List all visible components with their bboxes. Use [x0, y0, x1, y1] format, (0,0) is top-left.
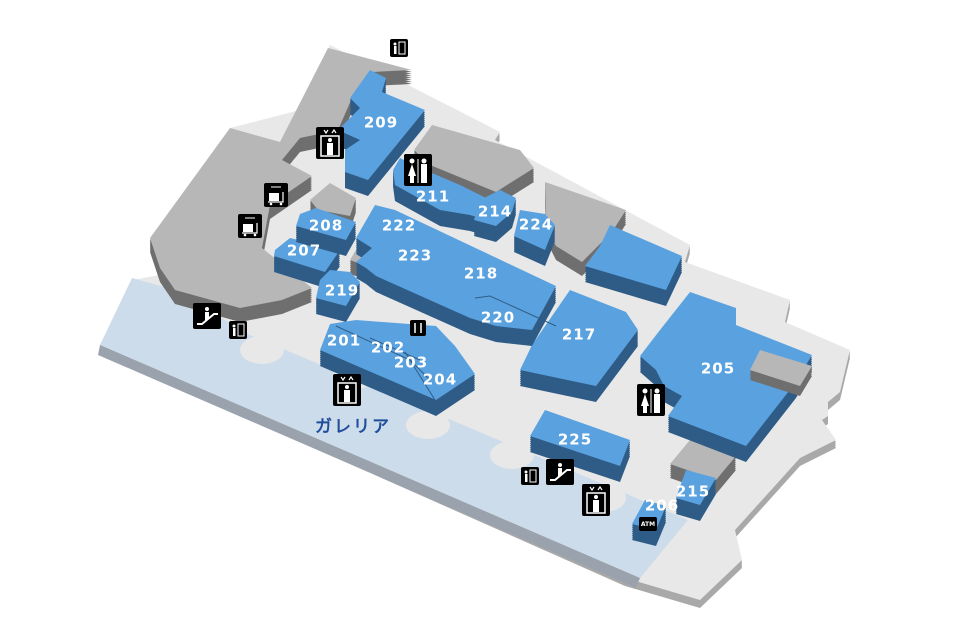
shop-224 [514, 210, 555, 266]
shop-label-209[interactable]: 209 [364, 114, 398, 132]
shop-label-222[interactable]: 222 [382, 217, 416, 235]
shop-label-225[interactable]: 225 [558, 431, 592, 449]
galleria-label: ガレリア [315, 417, 391, 437]
luggage-cart-icon[interactable] [264, 183, 288, 207]
elevator-icon[interactable] [333, 374, 361, 406]
shop-label-223[interactable]: 223 [398, 247, 432, 265]
information-icon[interactable] [521, 467, 539, 485]
shop-label-203[interactable]: 203 [394, 354, 428, 372]
shop-label-218[interactable]: 218 [464, 265, 498, 283]
elevator-icon[interactable] [316, 127, 344, 159]
shop-label-201[interactable]: 201 [327, 332, 361, 350]
shop-208 [296, 208, 356, 256]
alcove [240, 336, 284, 364]
shop-label-215[interactable]: 215 [676, 483, 710, 501]
shop-label-214[interactable]: 214 [478, 203, 512, 221]
unit-divider [369, 337, 421, 361]
service-block [750, 350, 812, 396]
shop-label-202[interactable]: 202 [371, 339, 405, 357]
shop-219 [316, 270, 360, 322]
information-icon[interactable] [390, 39, 408, 57]
escalator-icon[interactable] [193, 303, 221, 329]
shop-labels: 209 211 214 224 208 207 222 223 218 220 219 217 205 2… [287, 114, 735, 515]
shop-label-220[interactable]: 220 [481, 309, 515, 327]
shop-label-207[interactable]: 207 [287, 242, 321, 260]
restroom-icon[interactable] [404, 154, 432, 186]
shop-label-224[interactable]: 224 [519, 216, 553, 234]
escalator-icon[interactable] [546, 459, 574, 485]
galleria-edge [98, 345, 640, 588]
shop-label-208[interactable]: 208 [309, 217, 343, 235]
unit-divider [404, 351, 436, 401]
shop-unnamed [585, 225, 682, 306]
shop-label-206[interactable]: 206 [645, 497, 679, 515]
atm-label: ATM [641, 521, 655, 528]
shop-225 [530, 410, 630, 482]
shop-layer [274, 70, 812, 546]
restaurant-icon[interactable] [410, 320, 426, 336]
shop-label-205[interactable]: 205 [701, 360, 735, 378]
shop-label-217[interactable]: 217 [562, 326, 596, 344]
elevator-icon[interactable] [582, 484, 610, 516]
shop-222 [356, 205, 556, 346]
luggage-cart-icon[interactable] [238, 214, 262, 238]
service-block [670, 440, 736, 494]
shop-215 [676, 470, 716, 521]
unit-divider [474, 295, 557, 327]
shop-201 [320, 320, 475, 416]
atm-icon[interactable]: ATM [639, 517, 657, 531]
service-block [414, 125, 534, 206]
shop-209 [338, 70, 425, 196]
restroom-icon[interactable] [637, 384, 665, 416]
information-icon[interactable] [229, 321, 247, 339]
shop-214 [474, 190, 516, 242]
shop-217 [520, 290, 638, 402]
service-block [545, 182, 626, 276]
facility-icons: ATM [193, 39, 665, 531]
alcove [490, 441, 534, 469]
shop-label-219[interactable]: 219 [325, 282, 359, 300]
shop-label-211[interactable]: 211 [416, 188, 450, 206]
shop-label-204[interactable]: 204 [423, 371, 457, 389]
shop-205 [640, 292, 812, 462]
alcove [406, 411, 450, 439]
